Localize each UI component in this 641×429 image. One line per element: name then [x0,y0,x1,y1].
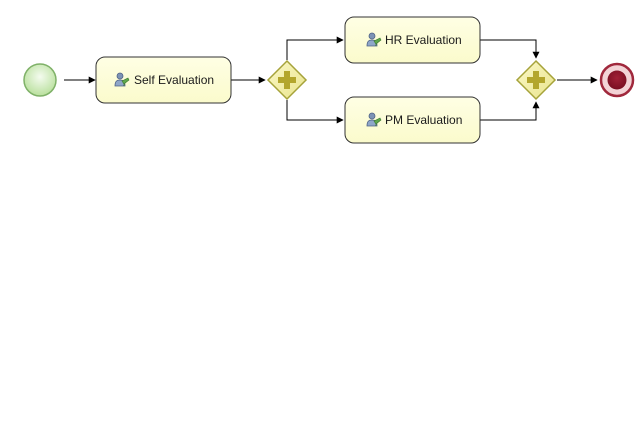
task-pm-evaluation[interactable]: PM Evaluation [344,96,481,144]
end-event[interactable] [599,62,635,98]
plus-icon [527,71,545,89]
task-label-hr-evaluation: HR Evaluation [385,33,462,47]
sequence-flows [64,36,598,124]
flow-fork-to-hr-evaluation[interactable] [286,36,344,60]
plus-icon [278,71,296,89]
task-label-pm-evaluation: PM Evaluation [385,113,462,127]
flow-pm-evaluation-to-join[interactable] [480,101,540,121]
parallel-gateway-join[interactable] [515,59,557,101]
task-hr-evaluation[interactable]: HR Evaluation [344,16,481,64]
task-label-self-evaluation: Self Evaluation [134,73,214,87]
flow-hr-evaluation-to-join[interactable] [480,39,540,59]
flow-fork-to-pm-evaluation[interactable] [286,100,344,124]
start-event[interactable] [23,63,57,97]
parallel-gateway-fork[interactable] [266,59,308,101]
task-self-evaluation[interactable]: Self Evaluation [95,56,232,104]
